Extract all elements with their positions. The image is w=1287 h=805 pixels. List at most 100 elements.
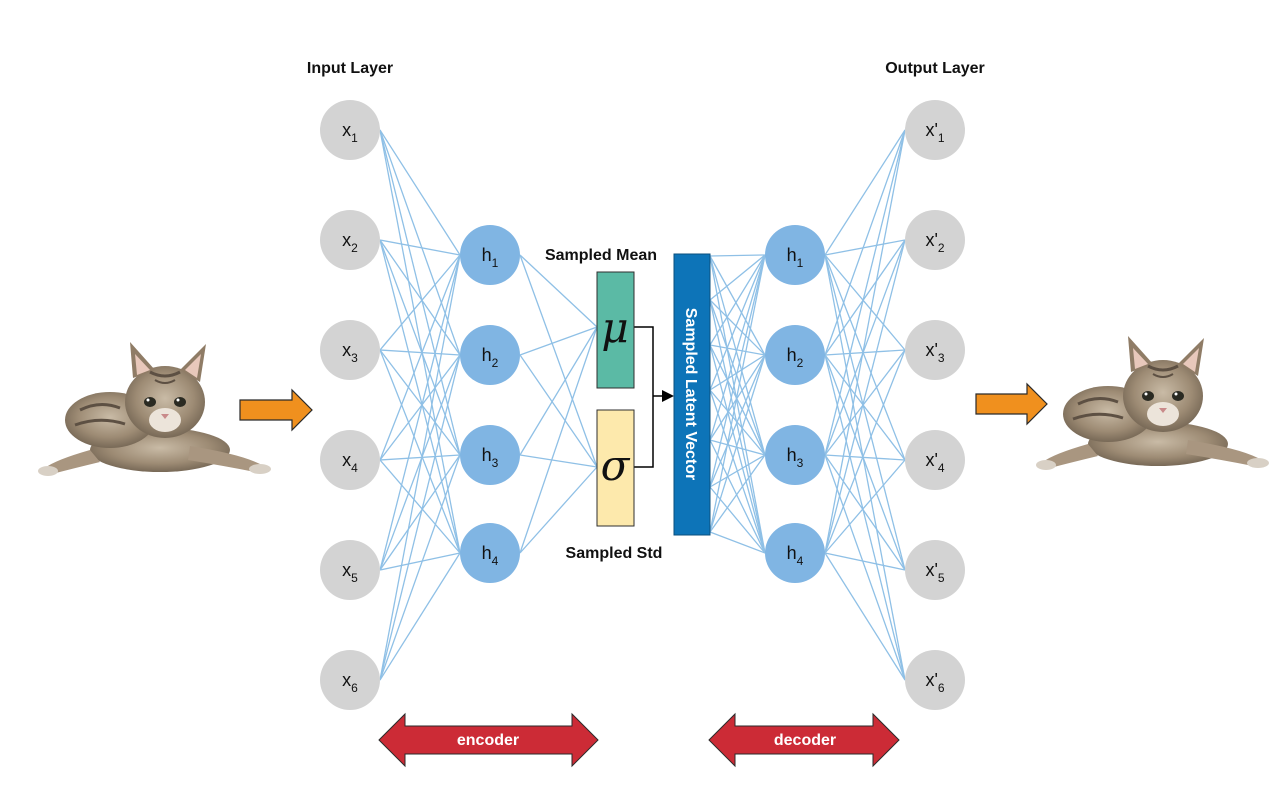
edge-input-to-hidden bbox=[379, 454, 461, 461]
edge-hidden-to-output bbox=[824, 254, 906, 461]
edge-hidden-to-output bbox=[824, 552, 906, 571]
edge-input-to-hidden bbox=[379, 239, 461, 256]
connector-arrowhead bbox=[662, 390, 674, 402]
edge-hidden-to-std bbox=[519, 466, 598, 554]
sampled-mean-label: Sampled Mean bbox=[545, 247, 657, 264]
edge-latent-to-hidden bbox=[709, 254, 766, 533]
edge-hidden-to-output bbox=[824, 349, 906, 456]
encoder-label: encoder bbox=[457, 732, 519, 749]
input-node-2: x2 bbox=[320, 210, 380, 270]
edge-input-to-hidden bbox=[379, 254, 461, 461]
edge-hidden-to-output bbox=[824, 552, 906, 681]
edge-hidden-to-output bbox=[824, 239, 906, 356]
output-node-3-label: x'3 bbox=[925, 340, 944, 365]
edge-latent-to-hidden bbox=[709, 439, 766, 554]
decoder-hidden-node-2-circle bbox=[765, 325, 825, 385]
edge-hidden-to-std bbox=[519, 354, 598, 468]
output-node-4-label: x'4 bbox=[925, 450, 944, 475]
output-node-4-circle bbox=[905, 430, 965, 490]
input-node-2-label: x2 bbox=[342, 230, 358, 255]
edge-hidden-to-mean bbox=[519, 326, 598, 554]
output-layer-title: Output Layer bbox=[885, 60, 985, 77]
mean-to-latent-connector bbox=[634, 326, 654, 468]
edge-latent-to-hidden bbox=[709, 344, 766, 554]
edge-latent-to-hidden bbox=[709, 254, 766, 441]
decoder-hidden-node-1-label: h1 bbox=[787, 245, 804, 270]
edge-hidden-to-output bbox=[824, 129, 906, 356]
input-node-1: x1 bbox=[320, 100, 380, 160]
input-node-6-circle bbox=[320, 650, 380, 710]
sampled-mean-box bbox=[596, 271, 635, 389]
edge-input-to-hidden bbox=[379, 254, 461, 351]
decoder-hidden-node-4: h4 bbox=[765, 523, 825, 583]
edge-input-to-hidden bbox=[379, 454, 461, 571]
edge-input-to-hidden bbox=[379, 354, 461, 571]
edge-hidden-to-output bbox=[824, 349, 906, 554]
input-layer-title: Input Layer bbox=[307, 60, 393, 77]
encoder-hidden-node-4: h4 bbox=[460, 523, 520, 583]
network-edges bbox=[379, 129, 906, 681]
encoder-hidden-node-3-label: h3 bbox=[482, 445, 499, 470]
output-node-2-label: x'2 bbox=[925, 230, 944, 255]
edge-latent-to-hidden bbox=[709, 299, 766, 356]
encoder-hidden-node-4-circle bbox=[460, 523, 520, 583]
decoder-hidden-node-2-label: h2 bbox=[787, 345, 804, 370]
edge-input-to-hidden bbox=[379, 129, 461, 356]
edge-hidden-to-output bbox=[824, 454, 906, 461]
input-node-1-circle bbox=[320, 100, 380, 160]
edge-latent-to-hidden bbox=[709, 255, 766, 456]
edge-hidden-to-output bbox=[824, 254, 906, 571]
edge-latent-to-hidden bbox=[709, 254, 766, 346]
output-node-1: x'1 bbox=[905, 100, 965, 160]
edge-hidden-to-mean bbox=[519, 326, 598, 356]
input-node-5: x5 bbox=[320, 540, 380, 600]
edge-input-to-hidden bbox=[379, 254, 461, 571]
edge-input-to-hidden bbox=[379, 239, 461, 456]
edge-input-to-hidden bbox=[379, 354, 461, 461]
output-node-1-circle bbox=[905, 100, 965, 160]
edge-input-to-hidden bbox=[379, 129, 461, 456]
output-node-5: x'5 bbox=[905, 540, 965, 600]
output-node-4: x'4 bbox=[905, 430, 965, 490]
input-node-3-circle bbox=[320, 320, 380, 380]
edge-hidden-to-output bbox=[824, 454, 906, 681]
edge-latent-to-hidden bbox=[709, 354, 766, 533]
output-node-5-circle bbox=[905, 540, 965, 600]
encoder-hidden-node-3-circle bbox=[460, 425, 520, 485]
sampled-std-box bbox=[596, 409, 635, 527]
edge-latent-to-hidden bbox=[709, 255, 766, 554]
edge-latent-to-hidden bbox=[709, 344, 766, 356]
edge-input-to-hidden bbox=[379, 552, 461, 681]
edge-hidden-to-output bbox=[824, 239, 906, 256]
edge-hidden-to-output bbox=[824, 129, 906, 256]
input-node-4: x4 bbox=[320, 430, 380, 490]
output-kitten-image bbox=[1034, 334, 1271, 472]
edge-hidden-to-output bbox=[824, 354, 906, 461]
sigma-symbol: σ bbox=[601, 441, 631, 490]
edge-latent-to-hidden bbox=[709, 344, 766, 456]
input-node-2-circle bbox=[320, 210, 380, 270]
edge-latent-to-hidden bbox=[709, 254, 766, 391]
decoder-hidden-node-1: h1 bbox=[765, 225, 825, 285]
output-node-2: x'2 bbox=[905, 210, 965, 270]
edge-input-to-hidden bbox=[379, 349, 461, 554]
mu-symbol: μ bbox=[601, 303, 628, 352]
output-node-3: x'3 bbox=[905, 320, 965, 380]
edge-hidden-to-mean bbox=[519, 254, 598, 328]
output-node-3-circle bbox=[905, 320, 965, 380]
input-node-5-circle bbox=[320, 540, 380, 600]
encoder-arrow bbox=[378, 712, 599, 768]
encoder-hidden-node-1: h1 bbox=[460, 225, 520, 285]
edge-input-to-hidden bbox=[379, 349, 461, 456]
edge-latent-to-hidden bbox=[709, 254, 766, 301]
edge-input-to-hidden bbox=[379, 129, 461, 256]
edge-hidden-to-std bbox=[519, 254, 598, 468]
edge-hidden-to-output bbox=[824, 254, 906, 351]
encoder-hidden-node-2-circle bbox=[460, 325, 520, 385]
sampled-std-label: Sampled Std bbox=[566, 545, 663, 562]
input-node-4-label: x4 bbox=[342, 450, 358, 475]
decoder-hidden-node-2: h2 bbox=[765, 325, 825, 385]
encoder-hidden-node-1-circle bbox=[460, 225, 520, 285]
edge-input-to-hidden bbox=[379, 254, 461, 681]
